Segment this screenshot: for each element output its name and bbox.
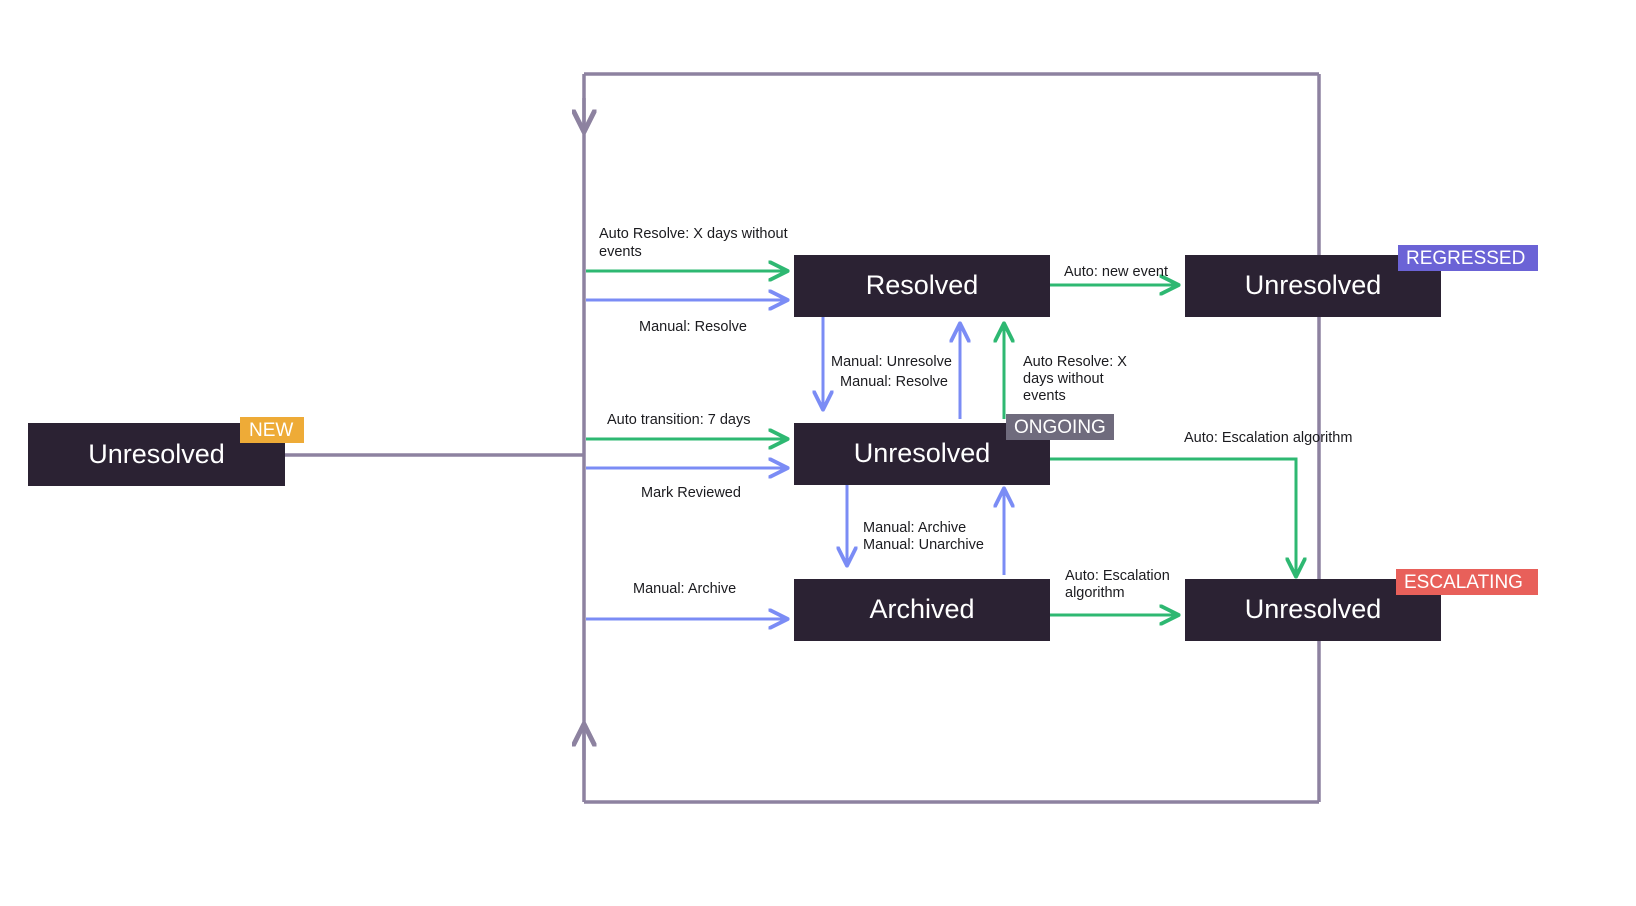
badge-bg bbox=[1006, 414, 1114, 440]
edge-label-auto-resolve-mid-2: days without bbox=[1023, 371, 1104, 387]
outer-loop-edges bbox=[285, 72, 1321, 804]
edge-label-auto-resolve-mid-1: Auto Resolve: X bbox=[1023, 354, 1127, 370]
edge-label-auto-resolve-top-1: Auto Resolve: X days without bbox=[599, 226, 788, 242]
node-escalating-unresolved[interactable]: Unresolved bbox=[1185, 579, 1441, 641]
edge-label-manual-resolve-mid: Manual: Resolve bbox=[840, 374, 948, 390]
badge-regressed: REGRESSED bbox=[1398, 245, 1538, 271]
badge-label: ONGOING bbox=[1014, 417, 1106, 438]
badge-label: REGRESSED bbox=[1406, 248, 1525, 269]
node-resolved[interactable]: Resolved bbox=[794, 255, 1050, 317]
edge-label-mark-reviewed: Mark Reviewed bbox=[641, 485, 741, 501]
edge-label-auto-resolve-mid-3: events bbox=[1023, 388, 1066, 404]
badge-label: ESCALATING bbox=[1404, 572, 1523, 593]
edge-label-auto-new-event: Auto: new event bbox=[1064, 264, 1168, 280]
edge-label-manual-unarchive-mid: Manual: Unarchive bbox=[863, 537, 984, 553]
node-rect bbox=[794, 255, 1050, 317]
edge-label-auto-escalation-bottom-1: Auto: Escalation bbox=[1065, 568, 1170, 584]
edge-label-auto-resolve-top-2: events bbox=[599, 244, 642, 260]
edge-label-manual-unresolve-mid: Manual: Unresolve bbox=[831, 354, 952, 370]
node-label: Unresolved bbox=[854, 438, 991, 468]
badge-new: NEW bbox=[240, 417, 304, 443]
edge-label-manual-archive-mid: Manual: Archive bbox=[863, 520, 966, 536]
node-label: Unresolved bbox=[1245, 270, 1382, 300]
node-label: Unresolved bbox=[88, 439, 225, 469]
edge-label-manual-resolve-left: Manual: Resolve bbox=[639, 319, 747, 335]
node-label: Resolved bbox=[866, 270, 979, 300]
badge-escalating: ESCALATING bbox=[1396, 569, 1538, 595]
node-label: Archived bbox=[869, 594, 974, 624]
edge-label-manual-archive-left: Manual: Archive bbox=[633, 581, 736, 597]
badge-bg bbox=[1396, 569, 1538, 595]
edge-label-auto-transition-7-days: Auto transition: 7 days bbox=[607, 412, 750, 428]
badge-bg bbox=[1398, 245, 1538, 271]
manual-edges bbox=[586, 300, 1004, 619]
badge-label: NEW bbox=[249, 420, 293, 441]
badge-bg bbox=[240, 417, 304, 443]
badge-ongoing: ONGOING bbox=[1006, 414, 1114, 440]
node-rect bbox=[794, 579, 1050, 641]
edge-label-auto-escalation-top: Auto: Escalation algorithm bbox=[1184, 430, 1352, 446]
node-label: Unresolved bbox=[1245, 594, 1382, 624]
edge-label-auto-escalation-bottom-2: algorithm bbox=[1065, 585, 1125, 601]
edge-auto-escalation-top bbox=[1050, 457, 1296, 575]
auto-edges bbox=[586, 271, 1296, 615]
node-archived[interactable]: Archived bbox=[794, 579, 1050, 641]
